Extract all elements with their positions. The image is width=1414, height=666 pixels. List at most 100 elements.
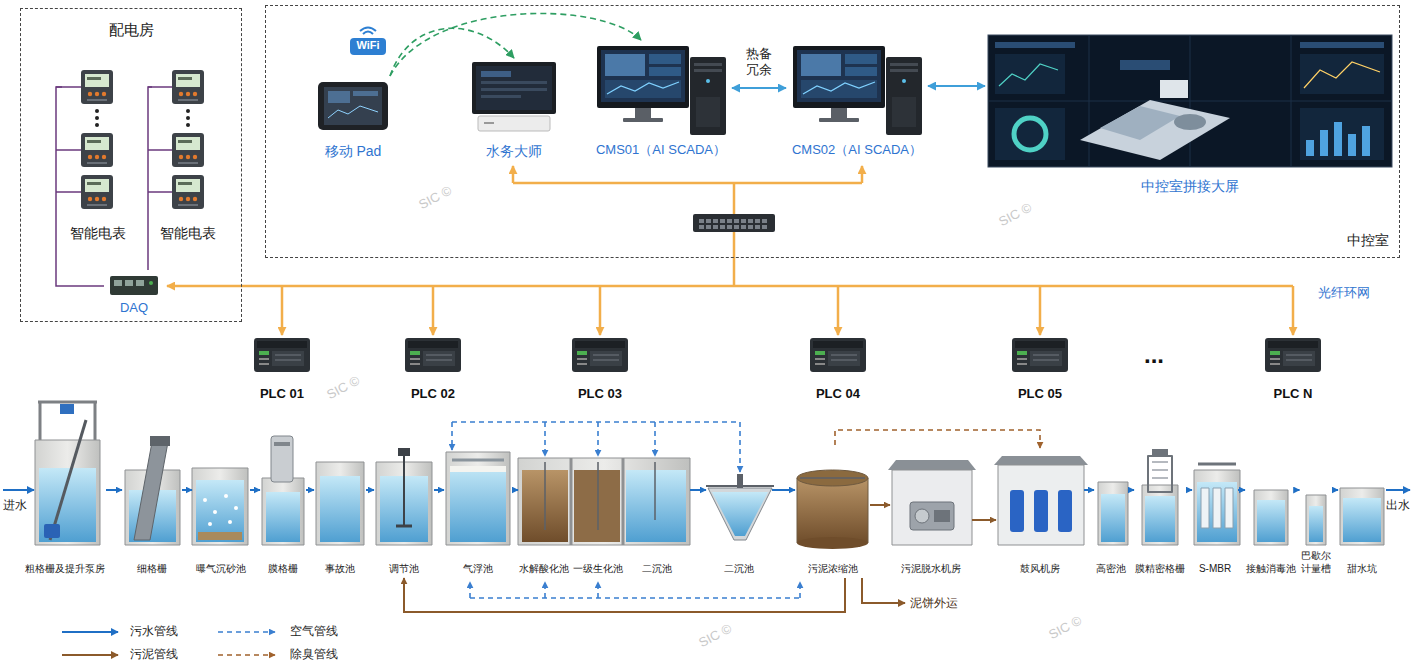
- region-box: 中控室 移动 Pad 水务大师 CMS01（AI SCADA） CMS02（AI SCA…: [265, 5, 1400, 258]
- inlet-arrow: [3, 489, 34, 491]
- node-label: PLC 04: [816, 386, 860, 402]
- node-label: PLC N: [1274, 386, 1313, 402]
- node-label: 气浮池: [463, 563, 493, 576]
- node-label: 膜格栅: [268, 563, 298, 576]
- process-unit: 膜格栅: [260, 430, 306, 578]
- node-label: 移动 Pad: [325, 143, 382, 161]
- node-label: 一级生化池: [573, 563, 623, 576]
- video-wall-screen: [988, 35, 1392, 167]
- connector: [148, 87, 152, 270]
- process-unit: 二沉池: [706, 440, 772, 578]
- plc-icons: [254, 338, 1321, 372]
- connector: [434, 489, 444, 491]
- node-label: CMS01（AI SCADA）: [596, 142, 726, 158]
- process-unit: 事故池: [314, 440, 366, 578]
- connector: [1297, 489, 1300, 491]
- node-label: 水务大师: [486, 143, 542, 161]
- connector: [732, 87, 786, 89]
- scada-server: CMS02（AI SCADA）: [786, 40, 928, 160]
- node-label: 粗格栅及提升泵房: [25, 563, 105, 576]
- scada-server: CMS01（AI SCADA）: [590, 40, 732, 160]
- process-unit: 鼓风机房: [996, 448, 1084, 578]
- inlet-label: 进水: [3, 498, 27, 513]
- node-label: 巴歇尔 计量槽: [1301, 550, 1332, 575]
- outlet-label: 出水: [1386, 498, 1410, 513]
- server-icon: [597, 46, 922, 135]
- video-wall: 中控室拼接大屏: [985, 32, 1395, 197]
- daq-icon: [110, 276, 158, 295]
- connector: [1084, 489, 1094, 491]
- plc-controller: PLC N: [1257, 334, 1329, 404]
- daq-device: DAQ: [104, 270, 164, 318]
- fibre-network: [167, 166, 1293, 335]
- plc-controller: PLC 02: [397, 334, 469, 404]
- watermark: SIC ©: [324, 373, 362, 404]
- node-label: S-MBR: [1199, 563, 1231, 576]
- connector: [182, 489, 192, 491]
- node-label: PLC 02: [411, 386, 455, 402]
- node-label: DAQ: [120, 300, 148, 316]
- connector: [870, 504, 890, 506]
- process-unit: 高密池: [1094, 440, 1128, 578]
- node-label: 高密池: [1096, 563, 1126, 576]
- node-label: 事故池: [325, 563, 355, 576]
- legend-text: 除臭管线: [290, 647, 338, 663]
- node-label: 曝气沉砂池: [196, 563, 246, 576]
- watermark: SIC ©: [996, 200, 1034, 231]
- process-unit: 污泥浓缩池: [795, 445, 870, 578]
- connector: [106, 489, 122, 491]
- node-label: 中控室: [1347, 232, 1389, 250]
- wifi-badge-text: WiFi: [350, 39, 386, 53]
- connector: [512, 489, 518, 491]
- node-label: 智能电表: [70, 225, 126, 243]
- outlet-arrow: [1386, 489, 1410, 491]
- node-label: CMS02（AI SCADA）: [792, 142, 922, 158]
- legend-text: 污泥管线: [130, 647, 178, 663]
- meter-wires: [56, 87, 172, 192]
- node-label: 污泥浓缩池: [808, 563, 858, 576]
- plc-controller: PLC 04: [802, 334, 874, 404]
- meter-group: 智能电表: [152, 64, 224, 246]
- node-label: 细格栅: [137, 563, 167, 576]
- plc-controller: PLC 03: [564, 334, 636, 404]
- process-unit: S-MBR: [1192, 440, 1238, 578]
- connector: [928, 85, 985, 87]
- mini-pc-icon: [472, 62, 556, 131]
- edge-label: 热备 冗余: [745, 46, 772, 77]
- process-unit: 膜精密格栅: [1134, 440, 1186, 578]
- connector: [390, 13, 641, 76]
- connector: [250, 489, 260, 491]
- plc-controller: PLC 05: [1004, 334, 1076, 404]
- node-label: 甜水坑: [1347, 563, 1377, 576]
- connector: [306, 489, 314, 491]
- legend-text: 空气管线: [290, 624, 338, 640]
- node-label: 接触消毒池: [1246, 563, 1296, 576]
- workstation: 水务大师: [460, 58, 568, 162]
- connector: [690, 489, 706, 491]
- connector: [1186, 489, 1192, 491]
- node-label: 智能电表: [160, 225, 216, 243]
- sludge-cake-line: [862, 578, 905, 603]
- legend-text: 污水管线: [130, 624, 178, 640]
- connector: [972, 519, 996, 521]
- wifi-badge: [350, 28, 386, 56]
- node-label: 二沉池: [724, 563, 754, 576]
- process-unit: 细格栅: [122, 440, 182, 578]
- connector: [772, 489, 795, 491]
- node-label: 二沉池: [642, 563, 672, 576]
- connector: [1238, 489, 1245, 491]
- node-label: 中控室拼接大屏: [1141, 178, 1239, 196]
- process-unit: 二沉池: [624, 440, 690, 578]
- connector: [56, 87, 104, 286]
- network-label: 光纤环网: [1318, 285, 1370, 301]
- node-label: 鼓风机房: [1020, 563, 1060, 576]
- node-label: 调节池: [389, 563, 419, 576]
- connector: [366, 489, 374, 491]
- connector: [404, 578, 845, 612]
- node-label: 膜精密格栅: [1135, 563, 1185, 576]
- ellipsis: ...: [1144, 340, 1164, 370]
- process-unit: 甜水坑: [1338, 440, 1386, 578]
- watermark: SIC ©: [416, 183, 454, 214]
- process-unit: 曝气沉砂池: [192, 440, 250, 578]
